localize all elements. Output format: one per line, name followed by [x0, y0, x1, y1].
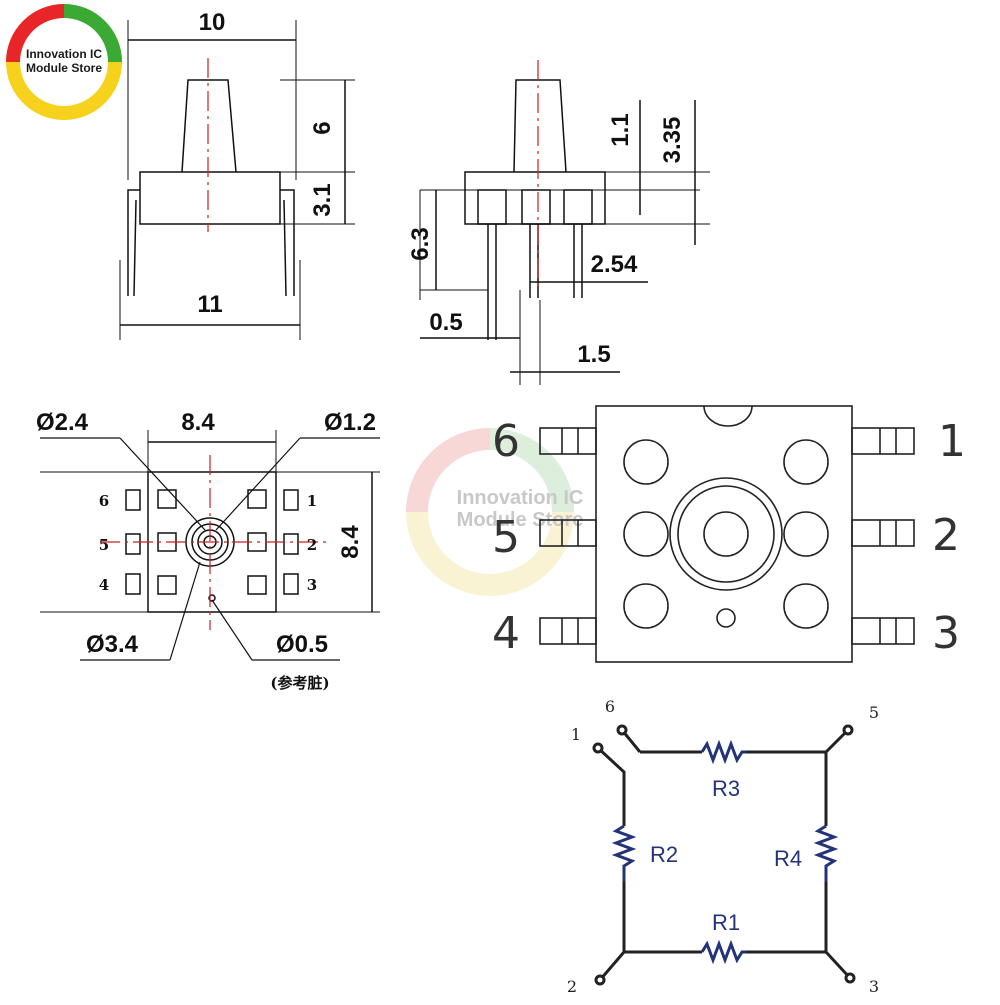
dim-label-pitch: 2.54 [591, 251, 638, 278]
bottom-pin-label-1: 1 [307, 492, 317, 510]
pressure-port [703, 511, 749, 557]
side-view [119, 20, 355, 340]
dim-label-body-height: 3.1 [309, 183, 336, 216]
sensor-body [139, 171, 281, 225]
dim-label-bottom-height: 8.4 [337, 525, 364, 559]
resistor-r4 [813, 824, 839, 882]
front-pin-window-2 [521, 189, 551, 225]
resistor-label-r1: R1 [712, 910, 740, 935]
terminal-5 [842, 724, 854, 736]
lead-6 [539, 427, 597, 455]
terminal-2 [594, 974, 606, 986]
front-body [464, 171, 606, 225]
top-pin-label-3: 3 [932, 608, 960, 659]
orientation-notch [703, 405, 753, 427]
dim-label-3-35: 3.35 [659, 117, 686, 164]
side-pin-left-inner [133, 199, 137, 297]
bottom-pin-label-6: 6 [99, 492, 109, 510]
bottom-pin-label-5: 5 [99, 536, 109, 554]
dim-label-bottom-width: 11 [197, 291, 222, 318]
sensor-stem [181, 79, 237, 173]
dim-label-1-1: 1.1 [607, 113, 634, 146]
store-logo: Innovation IC Module Store [6, 4, 122, 120]
dim-label-1-5: 1.5 [577, 341, 610, 368]
side-pin-right [280, 189, 295, 296]
resistor-r1 [700, 939, 746, 965]
lead-4 [539, 617, 597, 645]
dia-label-3-4: Ø3.4 [86, 631, 139, 658]
bridge-circuit [596, 728, 852, 981]
dim-label-stem-height: 6 [309, 121, 336, 134]
watermark-line2: Module Store [457, 509, 584, 531]
lead-2 [851, 519, 915, 547]
top-pin-label-2: 2 [932, 510, 960, 561]
lead-5 [539, 519, 597, 547]
node-label-1: 1 [571, 725, 581, 744]
bottom-pin-label-4: 4 [99, 576, 109, 594]
store-watermark [406, 428, 574, 596]
bottom-pin-label-3: 3 [307, 576, 317, 594]
dia-label-0-5: Ø0.5 [276, 631, 328, 658]
front-pin-window-1 [477, 189, 507, 225]
node-label-5: 5 [869, 703, 879, 722]
dim-label-pin-width: 0.5 [429, 309, 462, 336]
front-stem [513, 79, 567, 173]
side-pin-right-inner [283, 199, 287, 297]
resistor-label-r4: R4 [774, 846, 802, 871]
resistor-r3 [700, 739, 746, 765]
resistor-label-r3: R3 [712, 776, 740, 801]
bottom-view [40, 430, 380, 661]
top-pin-label-4: 4 [492, 608, 520, 659]
front-pin-window-3 [563, 189, 593, 225]
resistor-label-r2: R2 [650, 842, 678, 867]
top-view [539, 405, 915, 663]
front-view [419, 60, 710, 385]
node-label-6: 6 [605, 697, 615, 716]
terminal-1 [592, 742, 604, 754]
lead-1 [851, 427, 915, 455]
dia-label-2-4: Ø2.4 [36, 409, 89, 436]
node-label-2: 2 [567, 977, 577, 996]
top-pin-label-6: 6 [492, 416, 520, 467]
resistor-r2 [611, 824, 637, 882]
logo-line2: Module Store [26, 61, 102, 75]
port-outer-ring [669, 477, 783, 591]
top-pin-label-1: 1 [938, 416, 966, 467]
top-pin-label-5: 5 [492, 512, 520, 563]
dim-label-6-3: 6.3 [407, 227, 434, 260]
dim-label-top-width: 10 [199, 9, 226, 36]
logo-line1: Innovation IC [26, 47, 102, 61]
side-pin-left [127, 189, 140, 296]
bottom-pin-label-2: 2 [307, 536, 317, 554]
terminal-3 [844, 972, 856, 984]
terminal-6 [616, 724, 628, 736]
lead-3 [851, 617, 915, 645]
reference-note: (参考脏) [270, 674, 329, 692]
watermark-line1: Innovation IC [457, 487, 584, 509]
node-label-3: 3 [869, 977, 879, 996]
top-body [595, 405, 853, 663]
dim-label-bottom-width: 8.4 [181, 409, 215, 436]
bridge-terminals [592, 724, 856, 986]
dia-label-1-2: Ø1.2 [324, 409, 376, 436]
